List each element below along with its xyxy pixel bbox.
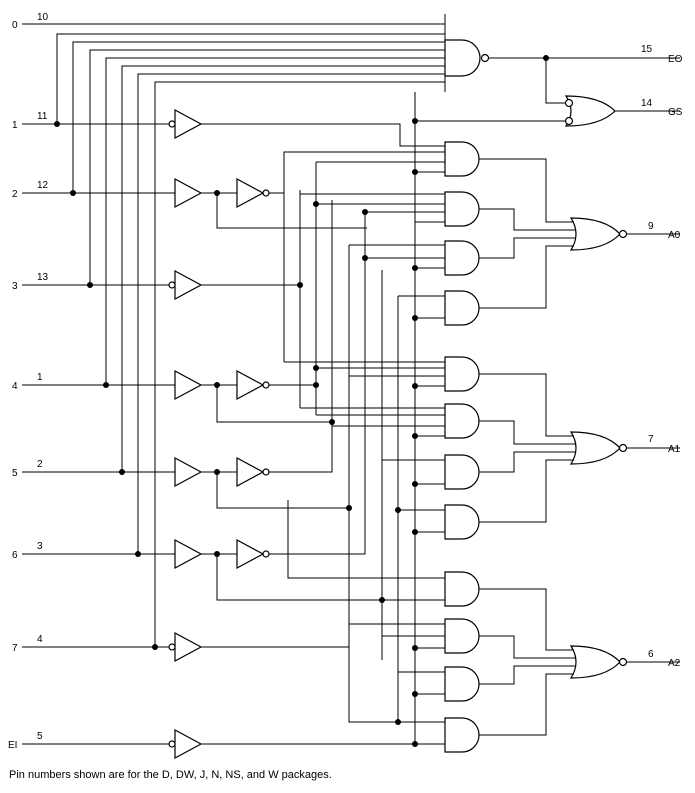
input-0: 0 10 xyxy=(12,12,445,31)
input-5: 5 2 xyxy=(12,459,175,479)
pin-number: 15 xyxy=(641,44,653,55)
output-label: A2 xyxy=(668,658,681,669)
pin-number: 1 xyxy=(37,372,43,383)
input-label: 6 xyxy=(12,550,18,561)
output-gs: 14 GS xyxy=(641,98,683,118)
pin-number: 12 xyxy=(37,180,49,191)
output-label: A0 xyxy=(668,230,681,241)
output-a2: 6 A2 xyxy=(648,649,681,669)
pin-number: 3 xyxy=(37,541,43,552)
input-2: 2 12 xyxy=(12,180,175,200)
input-4: 4 1 xyxy=(12,372,175,392)
a2-nor-gate xyxy=(479,588,680,736)
bus-wires xyxy=(56,14,446,647)
input-label: EI xyxy=(8,740,17,751)
output-label: GS xyxy=(668,107,683,118)
junction-dots xyxy=(54,55,549,747)
input-3: 3 13 xyxy=(12,272,169,292)
a0-nor-gate xyxy=(479,158,680,309)
and-gates xyxy=(444,141,480,753)
input-buffers xyxy=(168,108,270,760)
input-6: 6 3 xyxy=(12,541,175,561)
pin-number: 2 xyxy=(37,459,43,470)
input-label: 7 xyxy=(12,643,18,654)
pin-number: 11 xyxy=(37,111,48,122)
output-label: A1 xyxy=(668,444,681,455)
input-ei: EI 5 xyxy=(8,731,169,751)
input-label: 4 xyxy=(12,381,18,392)
input-label: 0 xyxy=(12,20,18,31)
output-a0: 9 A0 xyxy=(648,221,681,241)
output-a1: 7 A1 xyxy=(648,434,681,455)
pin-number: 9 xyxy=(648,221,654,232)
pin-number: 13 xyxy=(37,272,49,283)
input-label: 3 xyxy=(12,281,18,292)
pin-number: 14 xyxy=(641,98,653,109)
pin-number: 7 xyxy=(648,434,654,445)
input-1: 1 11 xyxy=(12,111,169,131)
footnote: Pin numbers shown are for the D, DW, J, … xyxy=(9,769,332,781)
input-label: 1 xyxy=(12,120,18,131)
output-eo: 15 EO xyxy=(641,44,683,65)
gs-or-gate xyxy=(415,58,680,127)
pin-number: 5 xyxy=(37,731,43,742)
input-label: 2 xyxy=(12,189,18,200)
eo-nand-gate xyxy=(444,39,680,77)
internal-wires xyxy=(201,92,445,745)
pin-number: 6 xyxy=(648,649,654,660)
pin-number: 4 xyxy=(37,634,43,645)
input-7: 7 4 xyxy=(12,634,169,654)
output-label: EO xyxy=(668,54,683,65)
a1-nor-gate xyxy=(479,373,680,523)
pin-number: 10 xyxy=(37,12,49,23)
input-label: 5 xyxy=(12,468,18,479)
